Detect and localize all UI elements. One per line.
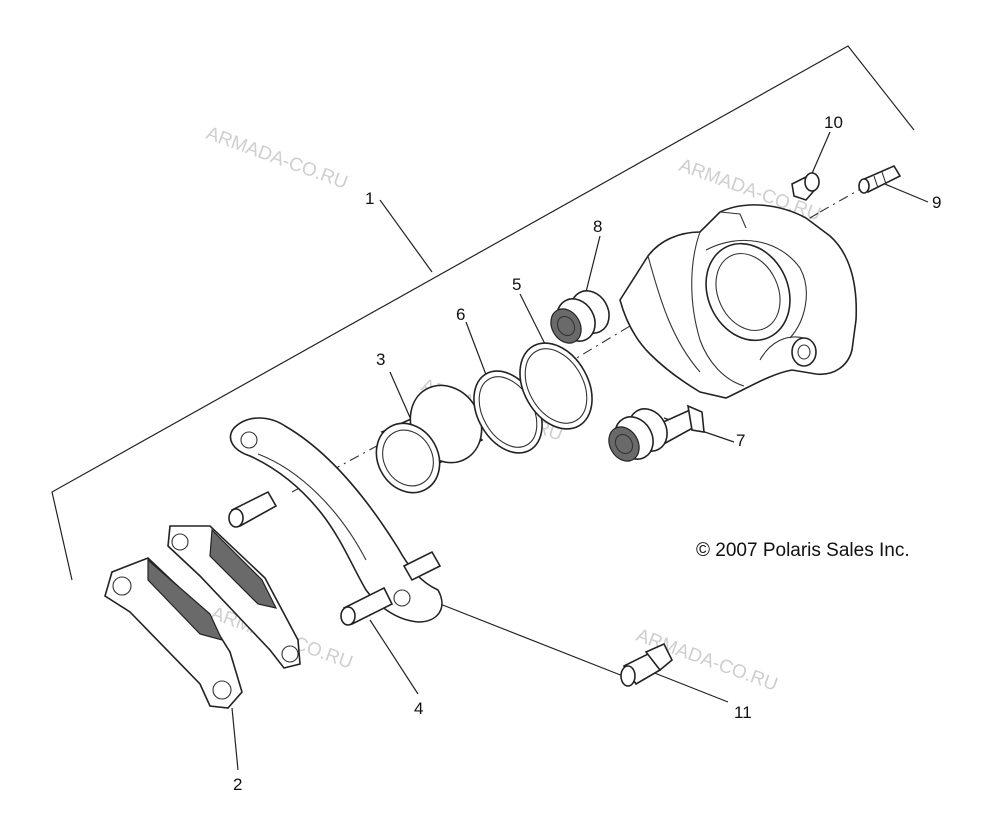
label-part-3: 3 <box>376 350 385 369</box>
label-part-10: 10 <box>824 113 843 132</box>
pin-boot-7 <box>608 404 705 462</box>
leader-lines <box>231 131 929 771</box>
label-part-7: 7 <box>736 431 745 450</box>
pin-bolt <box>620 642 673 687</box>
label-part-11: 11 <box>734 703 752 722</box>
watermark-1: ARMADA-CO.RU <box>203 123 350 194</box>
seal-ring-5 <box>519 342 593 430</box>
pin-boot-8 <box>550 290 610 344</box>
caliper-bracket <box>228 417 443 626</box>
label-part-6: 6 <box>456 305 465 324</box>
label-part-2: 2 <box>233 775 242 794</box>
label-part-1: 1 <box>365 189 374 208</box>
label-part-9: 9 <box>932 193 941 212</box>
label-part-8: 8 <box>593 217 602 236</box>
piston <box>375 384 484 494</box>
label-part-5: 5 <box>512 275 521 294</box>
brake-pads <box>104 525 301 709</box>
copyright-notice: © 2007 Polaris Sales Inc. <box>696 540 910 561</box>
part-labels: 1 2 3 4 5 6 7 8 9 10 11 <box>233 113 941 794</box>
caliper-housing <box>619 204 858 399</box>
bleeder-cap <box>791 172 820 201</box>
bleeder-screw <box>858 164 902 194</box>
label-part-4: 4 <box>414 699 423 718</box>
assembly-bracket <box>51 45 915 581</box>
